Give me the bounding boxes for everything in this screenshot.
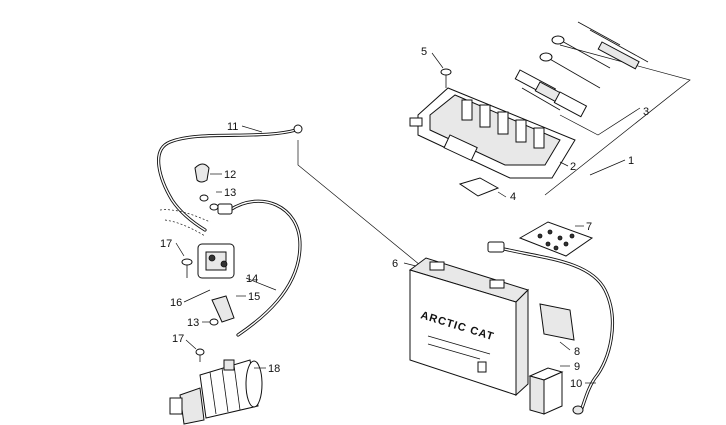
starter-cable-14 (202, 199, 302, 337)
pad-part-8 (539, 303, 575, 351)
battery: ARCTIC CAT (403, 257, 529, 397)
callout-11: 11 (227, 121, 238, 133)
callout-6: 6 (392, 258, 398, 270)
callout-9: 9 (574, 361, 580, 373)
callout-12: 12 (224, 169, 236, 181)
callout-10: 10 (570, 378, 582, 390)
callout-13-upper: 13 (224, 187, 236, 199)
callout-7: 7 (586, 221, 592, 233)
tool-set (514, 21, 649, 118)
callout-13-lower: 13 (187, 317, 199, 329)
callout-17-upper: 17 (160, 238, 172, 250)
callout-3: 3 (643, 106, 649, 118)
callout-17-lower: 17 (172, 333, 184, 345)
callout-16: 16 (170, 297, 182, 309)
callout-18: 18 (268, 363, 280, 375)
callout-8: 8 (574, 346, 580, 358)
callout-labels: 1 2 3 4 5 6 7 8 9 10 11 12 13 13 14 15 1… (160, 46, 649, 390)
callout-4: 4 (510, 191, 516, 203)
callout-15: 15 (248, 291, 260, 303)
battery-cable-11 (157, 124, 421, 266)
screw-part-5 (440, 68, 452, 88)
battery-cable-10 (487, 241, 614, 415)
callout-14: 14 (246, 273, 258, 285)
callout-2: 2 (570, 161, 576, 173)
terminal-cover-7 (518, 221, 594, 257)
block-part-9 (528, 365, 570, 415)
starter-solenoid (159, 163, 235, 362)
callout-1: 1 (628, 155, 634, 167)
callout-5: 5 (421, 46, 427, 58)
tool-kit-group (409, 21, 691, 198)
pad-part-4 (458, 177, 500, 197)
starter-motor (169, 359, 266, 425)
tool-tray (409, 87, 576, 179)
